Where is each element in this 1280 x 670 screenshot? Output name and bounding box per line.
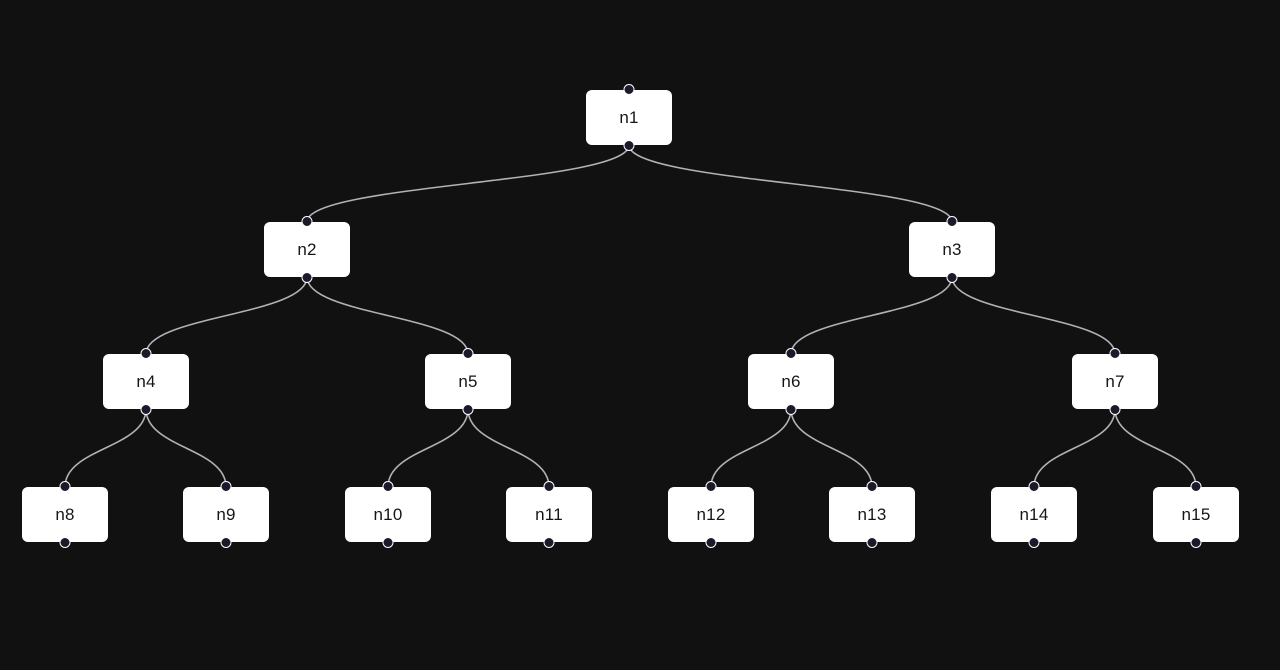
- node-target-handle[interactable]: [382, 481, 394, 492]
- graph-node[interactable]: n14: [991, 481, 1077, 548]
- node-target-handle[interactable]: [140, 348, 152, 359]
- node-label: n2: [297, 240, 317, 259]
- node-label: n4: [136, 372, 156, 391]
- graph-edge: [306, 276, 469, 355]
- node-source-handle[interactable]: [1190, 537, 1202, 548]
- node-source-handle[interactable]: [946, 272, 958, 283]
- node-source-handle[interactable]: [59, 537, 71, 548]
- node-label: n10: [373, 505, 403, 524]
- graph-edge: [467, 408, 550, 488]
- node-label: n7: [1105, 372, 1125, 391]
- node-target-handle[interactable]: [1028, 481, 1040, 492]
- graph-node[interactable]: n2: [264, 216, 350, 283]
- node-source-handle[interactable]: [623, 140, 635, 151]
- node-source-handle[interactable]: [382, 537, 394, 548]
- node-label: n13: [857, 505, 887, 524]
- graph-node[interactable]: n6: [748, 348, 834, 415]
- node-label: n9: [216, 505, 236, 524]
- graph-node[interactable]: n1: [586, 84, 672, 151]
- node-label: n11: [535, 505, 563, 524]
- node-source-handle[interactable]: [705, 537, 717, 548]
- graph-edge: [790, 276, 953, 355]
- node-source-handle[interactable]: [785, 404, 797, 415]
- node-target-handle[interactable]: [462, 348, 474, 359]
- node-target-handle[interactable]: [543, 481, 555, 492]
- graph-edge: [145, 408, 227, 488]
- node-source-handle[interactable]: [462, 404, 474, 415]
- node-label: n3: [942, 240, 962, 259]
- graph-edge: [790, 408, 873, 488]
- graph-node[interactable]: n11: [506, 481, 592, 548]
- node-source-handle[interactable]: [1028, 537, 1040, 548]
- graph-edge: [145, 276, 308, 355]
- node-target-handle[interactable]: [1190, 481, 1202, 492]
- graph-edge: [306, 144, 630, 223]
- graph-node[interactable]: n10: [345, 481, 431, 548]
- graph-node[interactable]: n4: [103, 348, 189, 415]
- node-target-handle[interactable]: [59, 481, 71, 492]
- node-source-handle[interactable]: [301, 272, 313, 283]
- graph-edge: [710, 408, 792, 488]
- node-label: n6: [781, 372, 801, 391]
- graph-node[interactable]: n9: [183, 481, 269, 548]
- graph-edge: [64, 408, 147, 488]
- node-target-handle[interactable]: [623, 84, 635, 95]
- graph-edge: [1114, 408, 1197, 488]
- graph-node[interactable]: n15: [1153, 481, 1239, 548]
- graph-edge: [1033, 408, 1116, 488]
- node-source-handle[interactable]: [140, 404, 152, 415]
- node-label: n12: [696, 505, 726, 524]
- graph-node[interactable]: n7: [1072, 348, 1158, 415]
- node-label: n14: [1019, 505, 1049, 524]
- node-target-handle[interactable]: [866, 481, 878, 492]
- node-source-handle[interactable]: [866, 537, 878, 548]
- graph-node[interactable]: n5: [425, 348, 511, 415]
- node-label: n5: [458, 372, 478, 391]
- node-target-handle[interactable]: [946, 216, 958, 227]
- node-target-handle[interactable]: [705, 481, 717, 492]
- node-source-handle[interactable]: [220, 537, 232, 548]
- graph-node[interactable]: n12: [668, 481, 754, 548]
- node-target-handle[interactable]: [785, 348, 797, 359]
- graph-node[interactable]: n3: [909, 216, 995, 283]
- node-label: n15: [1181, 505, 1211, 524]
- graph-edge: [628, 144, 953, 223]
- graph-node[interactable]: n13: [829, 481, 915, 548]
- node-label: n1: [619, 108, 639, 127]
- node-source-handle[interactable]: [1109, 404, 1121, 415]
- graph-node[interactable]: n8: [22, 481, 108, 548]
- node-source-handle[interactable]: [543, 537, 555, 548]
- node-target-handle[interactable]: [1109, 348, 1121, 359]
- graph-edge: [951, 276, 1116, 355]
- graph-edge: [387, 408, 469, 488]
- node-target-handle[interactable]: [220, 481, 232, 492]
- node-label: n8: [55, 505, 75, 524]
- node-target-handle[interactable]: [301, 216, 313, 227]
